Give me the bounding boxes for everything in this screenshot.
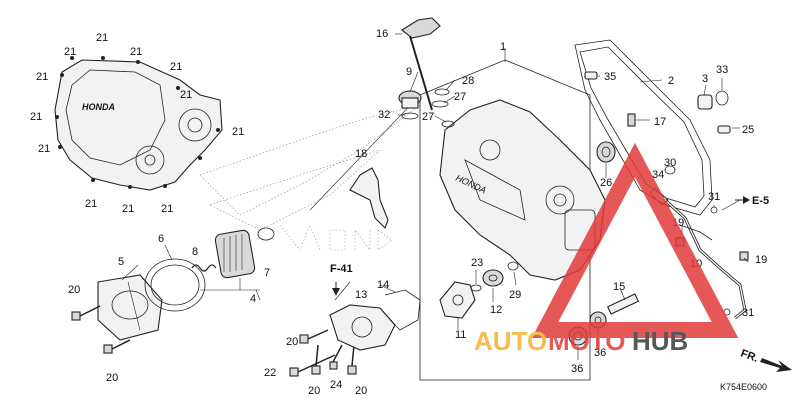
- callout-17: 17: [654, 116, 666, 128]
- watermark: AUTO MOTO HUB: [474, 142, 739, 356]
- lead-lines: [121, 33, 749, 360]
- cover-brand-text: HONDA: [82, 102, 115, 112]
- callout-21-6: 21: [180, 89, 192, 101]
- callout-21-9: 21: [38, 143, 50, 155]
- callout-28: 28: [462, 75, 474, 87]
- callout-31-b: 31: [742, 307, 754, 319]
- callout-20-e: 20: [355, 385, 367, 397]
- callout-8: 8: [192, 246, 198, 258]
- callout-25: 25: [742, 124, 754, 136]
- water-pump-seal: [482, 269, 504, 287]
- oil-filter-cover: [97, 274, 163, 341]
- section-ref-f41: F-41: [330, 263, 353, 275]
- callout-21-12: 21: [161, 203, 173, 215]
- watermark-text-moto: MOTO: [548, 326, 626, 356]
- callout-12: 12: [490, 304, 502, 316]
- callout-21-2: 21: [36, 71, 48, 83]
- callout-3: 3: [702, 73, 708, 85]
- callout-21-4: 21: [130, 46, 142, 58]
- callout-29: 29: [509, 289, 521, 301]
- front-direction-arrow-icon: [760, 358, 792, 372]
- callout-22: 22: [264, 367, 276, 379]
- callout-19-right: 19: [755, 254, 767, 266]
- callout-21-1: 21: [96, 32, 108, 44]
- bolts-20: [71, 305, 357, 375]
- callout-21-3: 21: [64, 46, 76, 58]
- callout-4: 4: [250, 293, 256, 305]
- callout-13: 13: [355, 289, 367, 301]
- callout-20-c: 20: [286, 336, 298, 348]
- watermark-text-auto: AUTO: [474, 326, 547, 356]
- callout-20-a: 20: [68, 284, 80, 296]
- bracket: [349, 167, 389, 229]
- callout-1: 1: [500, 41, 506, 53]
- shaft: [606, 293, 640, 315]
- callout-33: 33: [716, 64, 728, 76]
- callout-11: 11: [455, 329, 466, 341]
- diagram-code: K754E0600: [720, 382, 767, 392]
- section-references: E-5 F-41: [330, 195, 769, 296]
- dipstick: [401, 17, 441, 111]
- callout-36-a: 36: [571, 363, 583, 375]
- callout-21-7: 21: [232, 126, 244, 138]
- callout-21-8: 21: [30, 111, 42, 123]
- callout-21-11: 21: [122, 203, 134, 215]
- oil-filler-cap: [398, 90, 422, 120]
- o-rings-upper: [431, 88, 455, 128]
- callout-32: 32: [378, 109, 390, 121]
- watermark-text-hub: HUB: [632, 326, 688, 356]
- honda-wing-outline: [199, 104, 421, 251]
- callout-23: 23: [471, 257, 483, 269]
- left-engine-cover: HONDA: [54, 56, 223, 191]
- callout-20-d: 20: [308, 385, 320, 397]
- callout-24: 24: [330, 379, 342, 391]
- front-direction-marker: FR.: [739, 348, 792, 372]
- callout-21-5: 21: [170, 61, 182, 73]
- front-direction-label: FR.: [739, 348, 760, 365]
- oil-filter-cover-gasket: [144, 258, 206, 312]
- dowel-pins-and-small-parts: [584, 71, 731, 175]
- callout-26: 26: [600, 177, 612, 189]
- watermark-triangle-icon: [531, 142, 739, 338]
- callout-16: 16: [376, 28, 388, 40]
- callout-34: 34: [652, 169, 664, 181]
- callout-20-b: 20: [106, 372, 118, 384]
- callout-7: 7: [264, 267, 270, 279]
- callout-9: 9: [406, 66, 412, 78]
- callout-27-a: 27: [454, 91, 466, 103]
- callout-14: 14: [377, 279, 389, 291]
- water-pump-impeller: [439, 281, 476, 319]
- callout-30: 30: [664, 157, 676, 169]
- callout-2: 2: [668, 75, 674, 87]
- callout-36-b: 36: [594, 347, 606, 359]
- callout-21-10: 21: [85, 198, 97, 210]
- filter-spring: [191, 264, 217, 272]
- callout-31-a: 31: [708, 191, 720, 203]
- long-bolts: [289, 344, 343, 377]
- callout-27-b: 27: [422, 111, 434, 123]
- oil-filter: [214, 227, 275, 279]
- callout-18: 18: [355, 148, 367, 160]
- callout-35: 35: [604, 71, 616, 83]
- callout-6: 6: [158, 233, 164, 245]
- washers: [470, 261, 519, 292]
- water-pump-cover: [329, 289, 421, 351]
- oil-seal-26: [596, 141, 616, 163]
- cover-gasket: [574, 39, 713, 216]
- callout-5: 5: [118, 256, 124, 268]
- callout-15: 15: [613, 281, 625, 293]
- section-ref-e5: E-5: [752, 195, 769, 207]
